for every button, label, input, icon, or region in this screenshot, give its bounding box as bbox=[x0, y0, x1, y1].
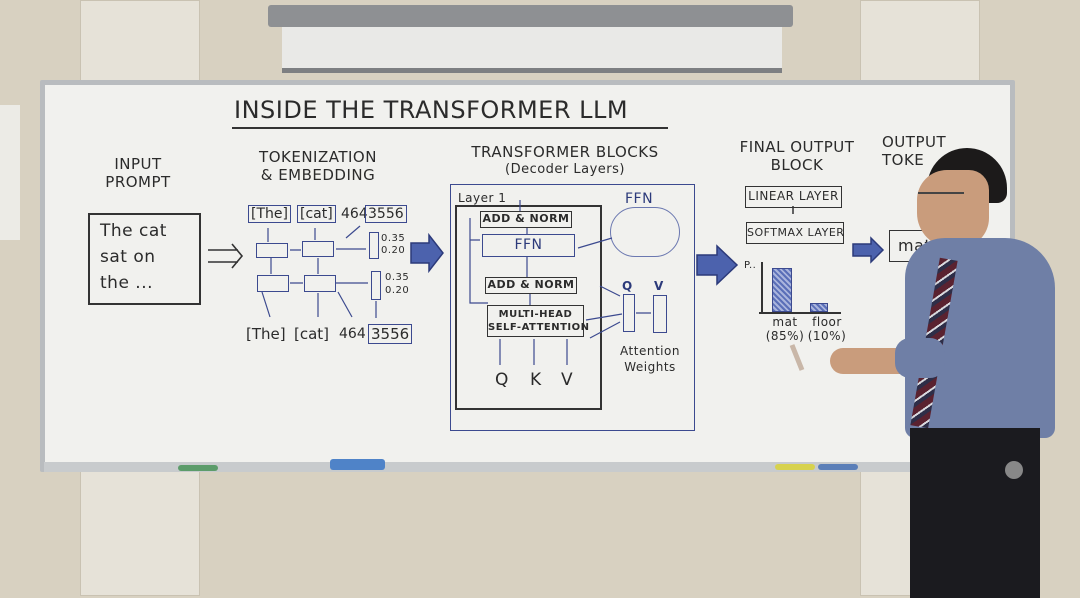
self-attention-line1: MULTI-HEAD bbox=[498, 309, 573, 320]
vector-value: 0.20 bbox=[381, 245, 406, 256]
input-v: V bbox=[561, 370, 574, 390]
self-attention-line2: SELF-ATTENTION bbox=[488, 322, 590, 333]
token-top-the: [The] bbox=[248, 205, 291, 223]
block-arrow-icon bbox=[410, 232, 885, 286]
prompt-line-1: The cat bbox=[100, 221, 167, 241]
input-heading-line1: INPUT bbox=[114, 155, 162, 173]
chart-x-axis bbox=[759, 312, 841, 314]
vector-value: 0.35 bbox=[381, 233, 406, 244]
input-prompt-box bbox=[88, 213, 201, 305]
marker-in-hand bbox=[789, 344, 805, 371]
bar-mat-percent: (85%) bbox=[765, 329, 805, 343]
ffn-block: FFN bbox=[482, 234, 575, 257]
projector-screen-case bbox=[268, 5, 793, 27]
board-title: INSIDE THE TRANSFORMER LLM bbox=[234, 96, 629, 124]
ffn-cloud bbox=[610, 207, 680, 257]
prompt-line-2: sat on bbox=[100, 247, 156, 267]
transformer-heading-line2: (Decoder Layers) bbox=[505, 162, 625, 177]
add-norm-bottom: ADD & NORM bbox=[485, 277, 577, 294]
presenter-trousers bbox=[910, 428, 1040, 598]
add-norm-top: ADD & NORM bbox=[480, 211, 572, 228]
glasses-icon bbox=[918, 192, 964, 202]
attention-weights-line2: Weights bbox=[624, 360, 676, 374]
token-top-464: 464 bbox=[341, 206, 368, 222]
final-output-heading-line2: BLOCK bbox=[770, 156, 824, 174]
marker-yellow[interactable] bbox=[775, 464, 815, 470]
projector-screen bbox=[282, 27, 782, 73]
bar-floor-label: floor(10%) bbox=[806, 315, 848, 343]
layer-box bbox=[455, 205, 602, 410]
input-heading-line2: PROMPT bbox=[105, 173, 171, 191]
token-bottom-cat: [cat] bbox=[294, 325, 330, 343]
embedding-arrows bbox=[261, 200, 651, 365]
double-arrow-icon bbox=[208, 243, 244, 269]
token-bottom-464: 464 bbox=[339, 326, 366, 342]
eraser[interactable] bbox=[330, 459, 385, 470]
title-underline bbox=[232, 127, 668, 129]
tokenization-heading-line2: & EMBEDDING bbox=[260, 166, 376, 184]
embed-box bbox=[257, 275, 289, 292]
embed-box bbox=[304, 275, 336, 292]
layer-label: Layer 1 bbox=[458, 191, 507, 205]
q-vector bbox=[623, 294, 635, 332]
tokenization-heading-line1: TOKENIZATION bbox=[259, 148, 377, 166]
watch-icon bbox=[1005, 461, 1023, 479]
chart-y-axis bbox=[761, 262, 763, 314]
marker-blue[interactable] bbox=[818, 464, 858, 470]
transformer-heading-line1: TRANSFORMER BLOCKS bbox=[471, 143, 659, 161]
presenter-face bbox=[917, 170, 989, 248]
token-bottom-3556: 3556 bbox=[368, 324, 413, 344]
embed-box bbox=[302, 241, 334, 257]
output-token-heading-line2: TOKE bbox=[882, 151, 925, 169]
whiteboard-tray bbox=[44, 462, 914, 472]
input-q: Q bbox=[495, 370, 509, 390]
final-output-heading-line1: FINAL OUTPUT bbox=[739, 138, 855, 156]
bar-floor-name: floor bbox=[812, 315, 842, 329]
vector-box bbox=[371, 271, 381, 300]
v-vector bbox=[653, 295, 667, 333]
prompt-line-3: the ... bbox=[100, 273, 154, 293]
bar-mat bbox=[772, 268, 792, 312]
softmax-layer-box: SOFTMAX LAYER bbox=[746, 222, 844, 244]
vector-value: 0.35 bbox=[385, 272, 410, 283]
bar-mat-name: mat bbox=[772, 315, 798, 329]
v-label: V bbox=[654, 279, 664, 293]
input-k: K bbox=[530, 370, 542, 390]
wall-paper bbox=[0, 105, 20, 240]
presenter bbox=[775, 148, 1065, 598]
bar-floor-percent: (10%) bbox=[807, 329, 847, 343]
token-top-cat: [cat] bbox=[297, 205, 336, 223]
q-label: Q bbox=[622, 279, 633, 293]
self-attention-block: MULTI-HEAD SELF-ATTENTION bbox=[487, 305, 590, 337]
marker-green[interactable] bbox=[178, 465, 218, 471]
token-top-3556: 3556 bbox=[365, 205, 407, 223]
vector-value: 0.20 bbox=[385, 285, 410, 296]
transformer-heading: TRANSFORMER BLOCKS(Decoder Layers) bbox=[460, 143, 670, 179]
output-token-heading-line1: OUTPUT bbox=[882, 133, 947, 151]
tokenization-heading: TOKENIZATION& EMBEDDING bbox=[248, 148, 388, 184]
bar-floor bbox=[810, 303, 828, 312]
chart-y-label: P.. bbox=[744, 260, 757, 271]
transformer-outer-box bbox=[450, 184, 695, 431]
token-bottom-the: [The] bbox=[246, 325, 286, 343]
attention-weights-line1: Attention bbox=[620, 344, 680, 358]
presenter-sleeve bbox=[895, 338, 945, 378]
vector-box bbox=[369, 232, 379, 259]
bar-mat-label: mat(85%) bbox=[765, 315, 805, 343]
ffn-cloud-label: FFN bbox=[625, 191, 654, 207]
embed-box bbox=[256, 243, 288, 258]
